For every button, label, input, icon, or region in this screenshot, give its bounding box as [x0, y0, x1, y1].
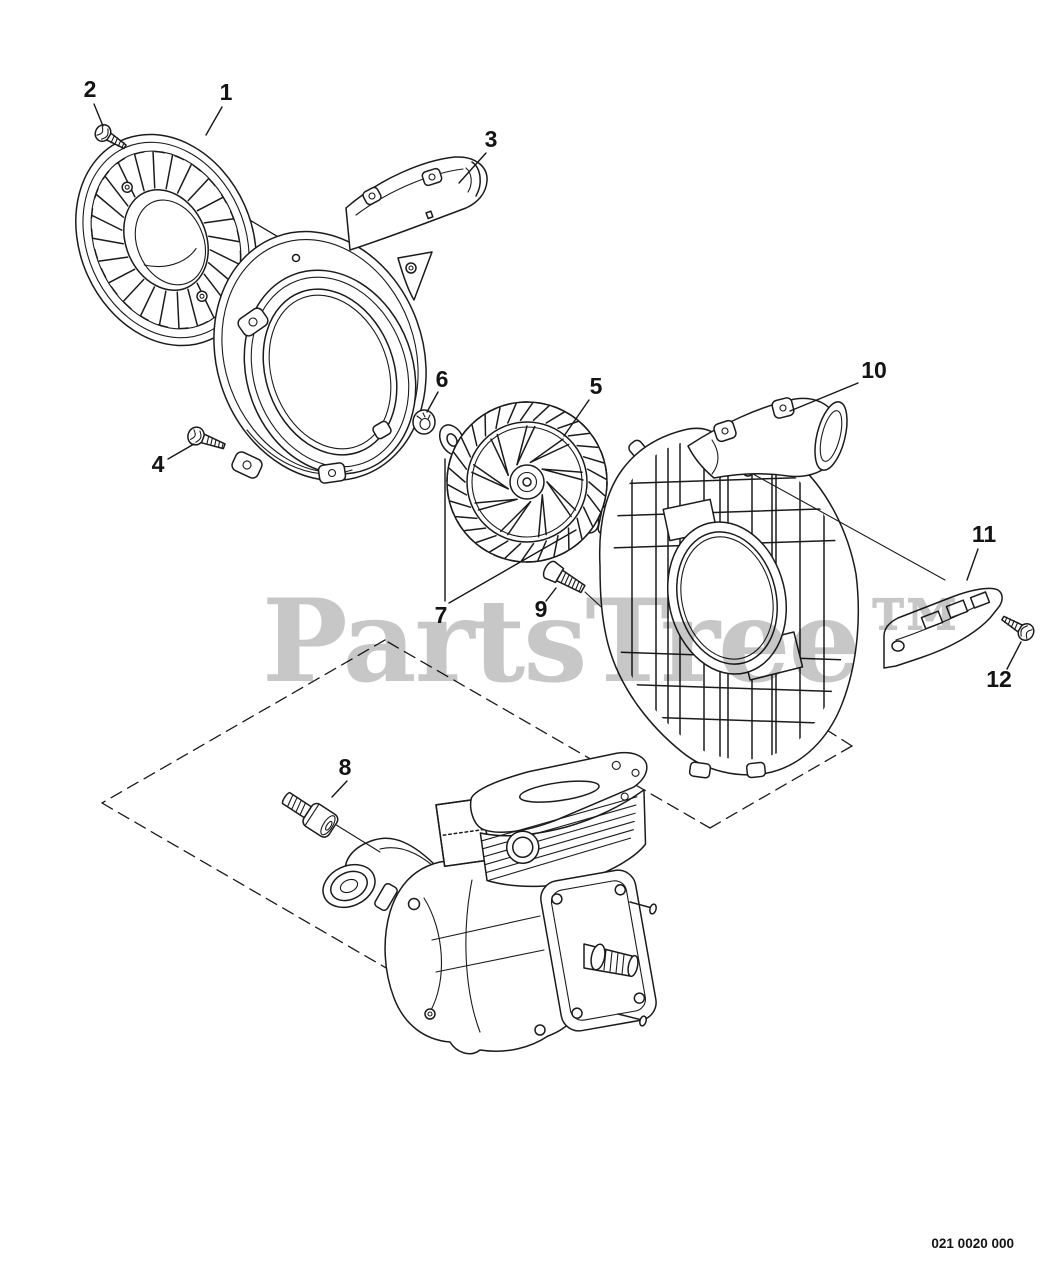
- callout-11[interactable]: 11: [972, 521, 997, 547]
- watermark: PartsTree™: [262, 574, 971, 708]
- assembly-dashed-lines: [101, 639, 853, 991]
- flywheel-fins: [447, 402, 607, 562]
- engine-short-block[interactable]: [316, 749, 661, 1055]
- callout-8[interactable]: 8: [339, 754, 352, 780]
- part-8-bolt[interactable]: [278, 786, 340, 839]
- part-11-bracket[interactable]: [883, 587, 1003, 669]
- leader-line-8: [331, 780, 348, 798]
- bracket-alignment-line: [752, 473, 946, 581]
- leader-line-12: [1006, 641, 1022, 670]
- leader-line-1: [205, 106, 223, 136]
- leader-line-3: [458, 152, 487, 184]
- diagram-code: 021 0020 000: [931, 1236, 1014, 1251]
- callout-7[interactable]: 7: [435, 602, 448, 628]
- part-12-screw[interactable]: [998, 611, 1036, 643]
- leader-line-5: [563, 399, 590, 437]
- leader-line-11: [966, 548, 979, 581]
- flywheel-spokes-2: [472, 425, 584, 538]
- flywheel-spokes: [471, 425, 583, 536]
- callout-12[interactable]: 12: [986, 666, 1012, 692]
- part-5-flywheel[interactable]: [446, 401, 608, 563]
- part-1-fan-guard[interactable]: [43, 105, 289, 374]
- leader-line-2: [93, 103, 104, 127]
- part-4-screw[interactable]: [185, 425, 227, 455]
- part-10-fan-case-rear[interactable]: [597, 397, 860, 779]
- callout-5[interactable]: 5: [590, 373, 603, 399]
- part-6-nut[interactable]: [412, 409, 436, 435]
- leader-line-6: [426, 391, 439, 413]
- callout-2[interactable]: 2: [84, 76, 97, 102]
- callout-6[interactable]: 6: [436, 366, 449, 392]
- callout-1[interactable]: 1: [220, 79, 233, 105]
- leader-line-10: [789, 382, 859, 412]
- leader-line-7: [448, 529, 577, 604]
- callout-3[interactable]: 3: [485, 126, 498, 152]
- callout-4[interactable]: 4: [152, 451, 165, 477]
- part-2-screw[interactable]: [92, 122, 129, 154]
- part-9-screw[interactable]: [541, 559, 588, 597]
- callout-9[interactable]: 9: [535, 596, 548, 622]
- leader-line-4: [167, 443, 195, 460]
- leader-line-9: [545, 587, 557, 602]
- crankshaft-stub: [583, 943, 639, 978]
- callout-10[interactable]: 10: [861, 357, 887, 383]
- part-3-fan-case[interactable]: [180, 156, 488, 511]
